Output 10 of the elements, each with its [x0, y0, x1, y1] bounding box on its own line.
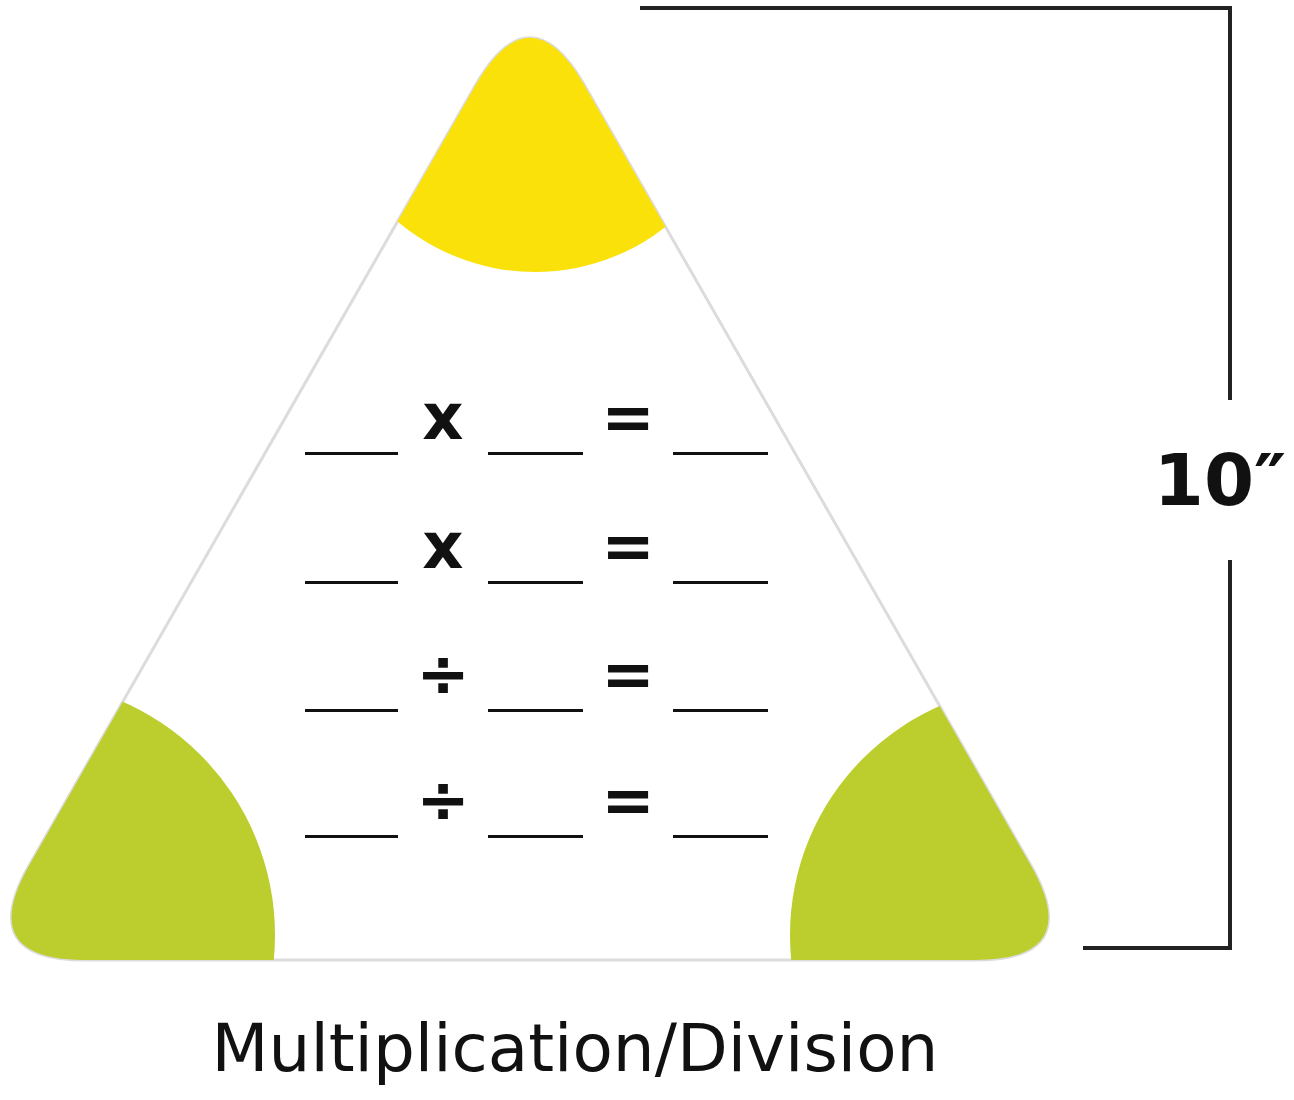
math-operator: x: [422, 385, 464, 449]
math-operator: ÷: [416, 768, 470, 832]
caption: Multiplication/Division: [210, 1010, 940, 1087]
math-operator: =: [601, 514, 655, 578]
math-operator: =: [601, 642, 655, 706]
dimension-label: 10″: [1153, 444, 1287, 516]
math-operator: x: [422, 514, 464, 578]
math-operator: =: [601, 385, 655, 449]
math-operator: =: [601, 768, 655, 832]
math-operator: ÷: [416, 642, 470, 706]
